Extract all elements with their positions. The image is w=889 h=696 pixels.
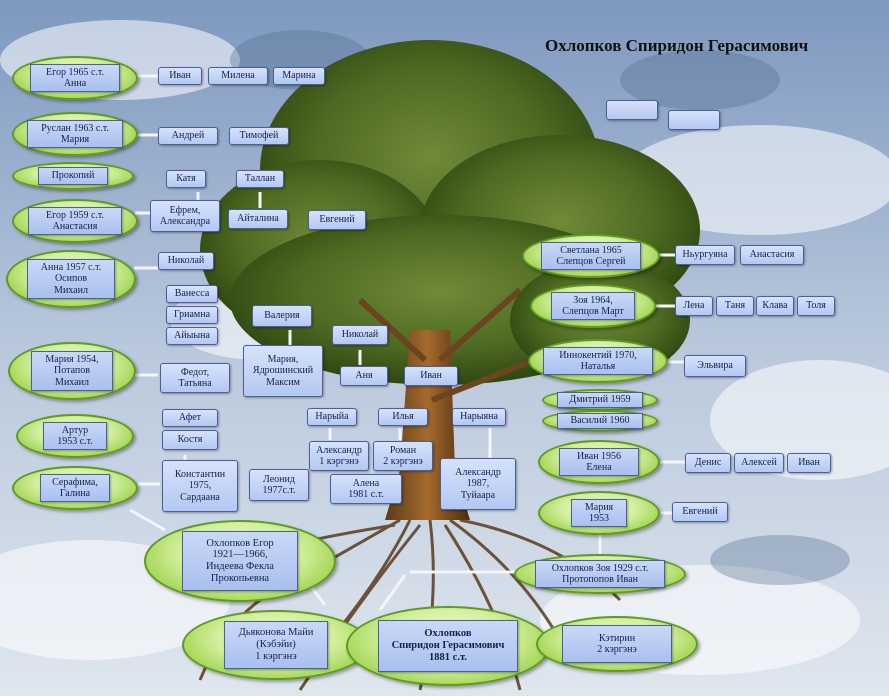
child-maria-yaroshinsky[interactable]: Мария, Ядрошинский Максим <box>243 345 323 397</box>
person-label: Артур 1953 с.т. <box>43 421 107 451</box>
person-label: Охлопков Зоя 1929 с.т. Протопопов Иван <box>535 559 665 589</box>
oval-prokopiy[interactable]: Прокопий <box>12 162 134 190</box>
child-kostya[interactable]: Костя <box>162 430 218 450</box>
person-label: Иван 1956 Елена <box>559 447 639 477</box>
child-anastasiya[interactable]: Анастасия <box>740 245 804 265</box>
oval-zoya-1929[interactable]: Охлопков Зоя 1929 с.т. Протопопов Иван <box>514 554 686 594</box>
child-tallan[interactable]: Таллан <box>236 170 284 188</box>
child-afet[interactable]: Афет <box>162 409 218 427</box>
oval-zoya-1964[interactable]: Зоя 1964, Слепцов Март <box>530 284 656 328</box>
child-evgeniy-2[interactable]: Евгений <box>672 502 728 522</box>
person-label: Кэтирин 2 кэргэнэ <box>562 625 672 663</box>
child-roman[interactable]: Роман 2 кэргэнэ <box>373 441 433 471</box>
child-alexandr-1987[interactable]: Александр 1987, Туйаара <box>440 458 516 510</box>
child-nikolay-2[interactable]: Николай <box>332 325 388 345</box>
child-efrem[interactable]: Ефрем, Александра <box>150 200 220 232</box>
child-anya[interactable]: Аня <box>340 366 388 386</box>
oval-dmitriy-1959[interactable]: Дмитрий 1959 <box>542 389 658 411</box>
child-timofey[interactable]: Тимофей <box>229 127 289 145</box>
person-label: Василий 1960 <box>557 413 643 429</box>
oval-svetlana-1965[interactable]: Светлана 1965 Слепцов Сергей <box>522 234 660 278</box>
child-katya[interactable]: Катя <box>166 170 206 188</box>
child-nariyya[interactable]: Нарыйа <box>307 408 357 426</box>
child-ilya[interactable]: Илья <box>378 408 428 426</box>
child-milena[interactable]: Милена <box>208 67 268 85</box>
child-gritsina[interactable]: Гриамна <box>166 306 218 324</box>
oval-ruslan-1963[interactable]: Руслан 1963 с.т. Мария <box>12 112 138 156</box>
oval-egor-1959[interactable]: Егор 1959 с.т. Анастасия <box>12 199 138 243</box>
person-label: Руслан 1963 с.т. Мария <box>27 119 123 149</box>
child-alexandr-k[interactable]: Александр 1 кэргэнэ <box>309 441 369 471</box>
child-ivan[interactable]: Иван <box>158 67 202 85</box>
person-label: Зоя 1964, Слепцов Март <box>551 291 635 321</box>
oval-ivan-1956[interactable]: Иван 1956 Елена <box>538 440 660 484</box>
child-ivan-2[interactable]: Иван <box>404 366 458 386</box>
child-nikolay[interactable]: Николай <box>158 252 214 270</box>
oval-innokentiy-1970[interactable]: Иннокентий 1970, Наталья <box>528 339 668 383</box>
child-ivan-3[interactable]: Иван <box>787 453 831 473</box>
oval-spiridon-1881[interactable]: Охлопков Спиридон Герасимович 1881 с.т. <box>346 606 550 686</box>
person-label: Прокопий <box>38 167 108 185</box>
person-label: Анна 1957 с.т. Осипов Михаил <box>27 259 115 299</box>
oval-maria-1953[interactable]: Мария 1953 <box>538 491 660 535</box>
child-ayyyna[interactable]: Айыына <box>166 327 218 345</box>
person-label: Егор 1959 с.т. Анастасия <box>28 206 122 236</box>
child-tanya[interactable]: Таня <box>716 296 754 316</box>
oval-maria-1954[interactable]: Мария 1954, Потапов Михаил <box>8 342 136 400</box>
child-marina[interactable]: Марина <box>273 67 325 85</box>
oval-artur-1953[interactable]: Артур 1953 с.т. <box>16 414 134 458</box>
oval-egor-1965[interactable]: Егор 1965 с.т. Анна <box>12 56 138 100</box>
child-vanessa[interactable]: Ванесса <box>166 285 218 303</box>
person-label: Мария 1953 <box>571 498 627 528</box>
child-denis[interactable]: Денис <box>685 453 731 473</box>
child-valeriya[interactable]: Валерия <box>252 305 312 327</box>
child-alena[interactable]: Алена 1981 с.т. <box>330 474 402 504</box>
person-label: Светлана 1965 Слепцов Сергей <box>541 241 641 271</box>
oval-vasiliy-1960[interactable]: Василий 1960 <box>542 410 658 432</box>
oval-serafima[interactable]: Серафима, Галина <box>12 466 138 510</box>
child-nariyana[interactable]: Нарыяна <box>452 408 506 426</box>
child-aleksey[interactable]: Алексей <box>734 453 784 473</box>
child-konstantin[interactable]: Константин 1975, Сардаана <box>162 460 238 512</box>
oval-anna-1957[interactable]: Анна 1957 с.т. Осипов Михаил <box>6 250 136 308</box>
child-andrey[interactable]: Андрей <box>158 127 218 145</box>
oval-katrin[interactable]: Кэтирин 2 кэргэнэ <box>536 616 698 672</box>
person-label: Мария 1954, Потапов Михаил <box>31 351 113 391</box>
person-label: Дмитрий 1959 <box>557 392 643 408</box>
child-lena[interactable]: Лена <box>675 296 713 316</box>
child-fedot[interactable]: Федот, Татьяна <box>160 363 230 393</box>
root-person-label: Охлопков Спиридон Герасимович 1881 с.т. <box>378 620 518 672</box>
person-label: Охлопков Егор 1921—1966, Индеева Фекла П… <box>182 531 298 591</box>
child-nyurguyana[interactable]: Ньургуяна <box>675 245 735 265</box>
empty-box <box>668 110 720 130</box>
person-label: Дьяконова Майи (Кэбэйи) 1 кэргэнэ <box>224 621 328 669</box>
empty-box <box>606 100 658 120</box>
child-evgeniy[interactable]: Евгений <box>308 210 366 230</box>
person-label: Иннокентий 1970, Наталья <box>543 346 653 376</box>
diagram-title: Охлопков Спиридон Герасимович <box>545 36 809 55</box>
person-label: Серафима, Галина <box>40 473 110 503</box>
child-tolya[interactable]: Толя <box>797 296 835 316</box>
child-elvira[interactable]: Эльвира <box>684 355 746 377</box>
person-label: Егор 1965 с.т. Анна <box>30 63 120 93</box>
child-aytalina[interactable]: Айталина <box>228 209 288 229</box>
child-leonid[interactable]: Леонид 1977с.т. <box>249 469 309 501</box>
oval-dyakonova[interactable]: Дьяконова Майи (Кэбэйи) 1 кэргэнэ <box>182 610 370 680</box>
oval-egor-1921[interactable]: Охлопков Егор 1921—1966, Индеева Фекла П… <box>144 520 336 602</box>
child-klava[interactable]: Клава <box>756 296 794 316</box>
arrow-icon <box>129 74 685 611</box>
